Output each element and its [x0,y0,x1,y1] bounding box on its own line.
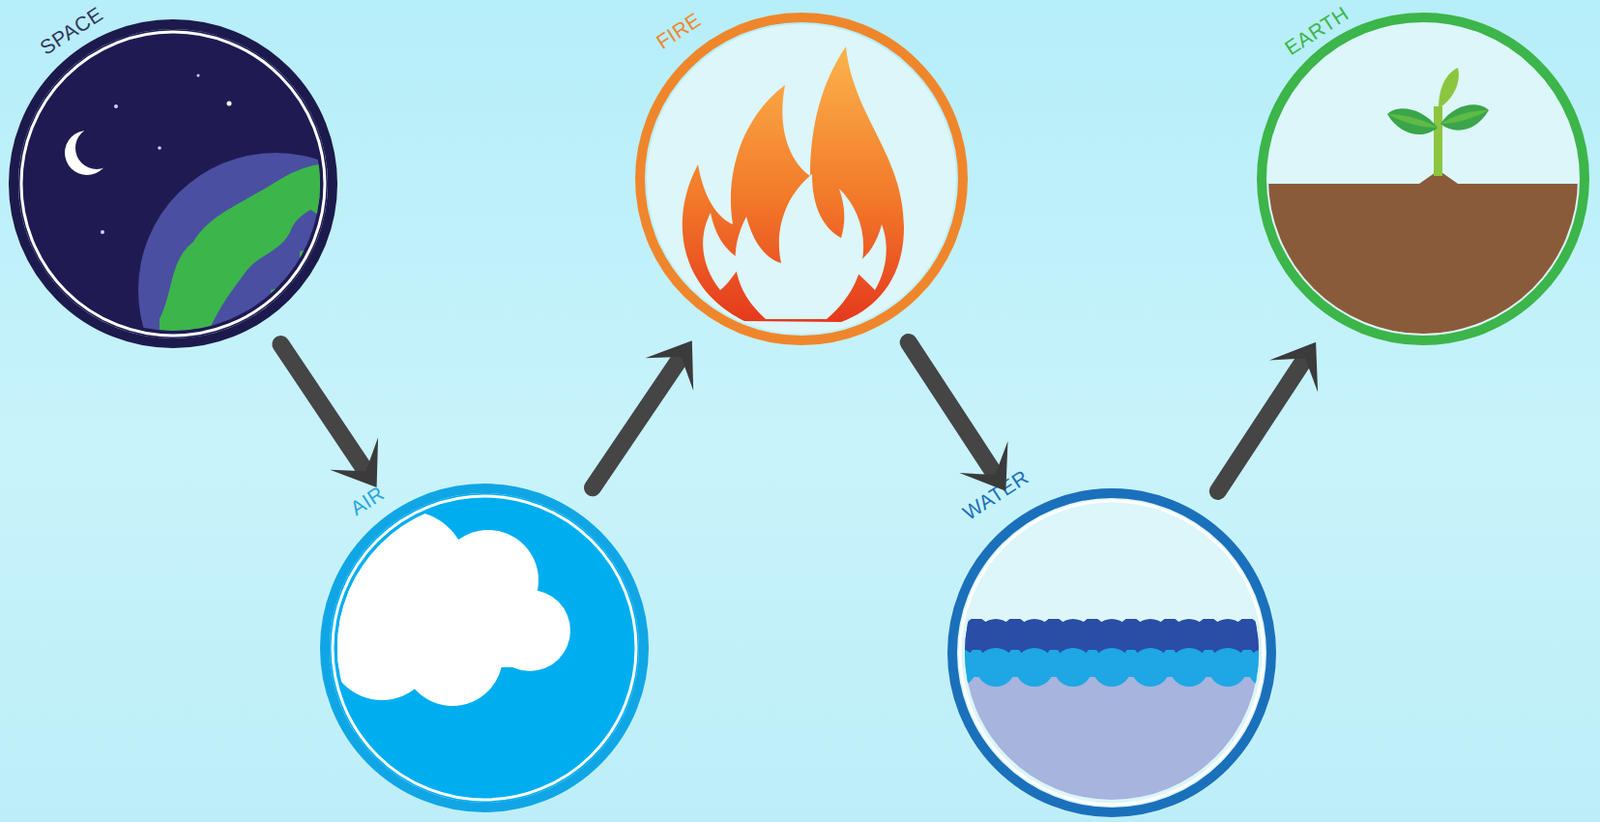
arrow-shaft [280,344,364,468]
outer-ring [1261,17,1585,341]
element-circle: EARTH [1256,12,1590,346]
circle-outline [8,19,338,349]
outer-ring [324,488,644,808]
circle-outline [635,12,968,346]
flow-arrow [280,344,379,488]
inner-ring [332,495,637,800]
element-circle: AIR [320,483,649,813]
circle-outline [320,483,649,813]
arrow-shaft [908,342,994,472]
circle-outline [1256,12,1590,346]
arrow-head [329,436,379,488]
element-name: WATER [932,448,1059,542]
arrow-shaft [1218,361,1304,492]
arrow-head [959,440,1008,492]
element-name: EARTH [1253,0,1380,78]
flow-arrow [1218,342,1318,492]
inner-ring [21,31,325,336]
arrow-shaft [592,359,679,488]
space-illustration [18,29,413,428]
outer-ring [13,24,333,344]
outer-ring [640,17,963,341]
flow-arrow [908,342,1009,492]
arrow-head [645,340,695,391]
air-illustration [288,493,640,803]
element-circle: SPACE [8,19,338,349]
element-circle: FIRE [635,12,968,346]
element-circle: WATER [947,488,1277,817]
fire-illustration [646,24,957,334]
circle-outline [947,488,1277,817]
flow-arrow [592,340,694,488]
inner-ring [960,500,1264,805]
outer-ring [952,493,1272,813]
arrow-head [1269,342,1318,393]
